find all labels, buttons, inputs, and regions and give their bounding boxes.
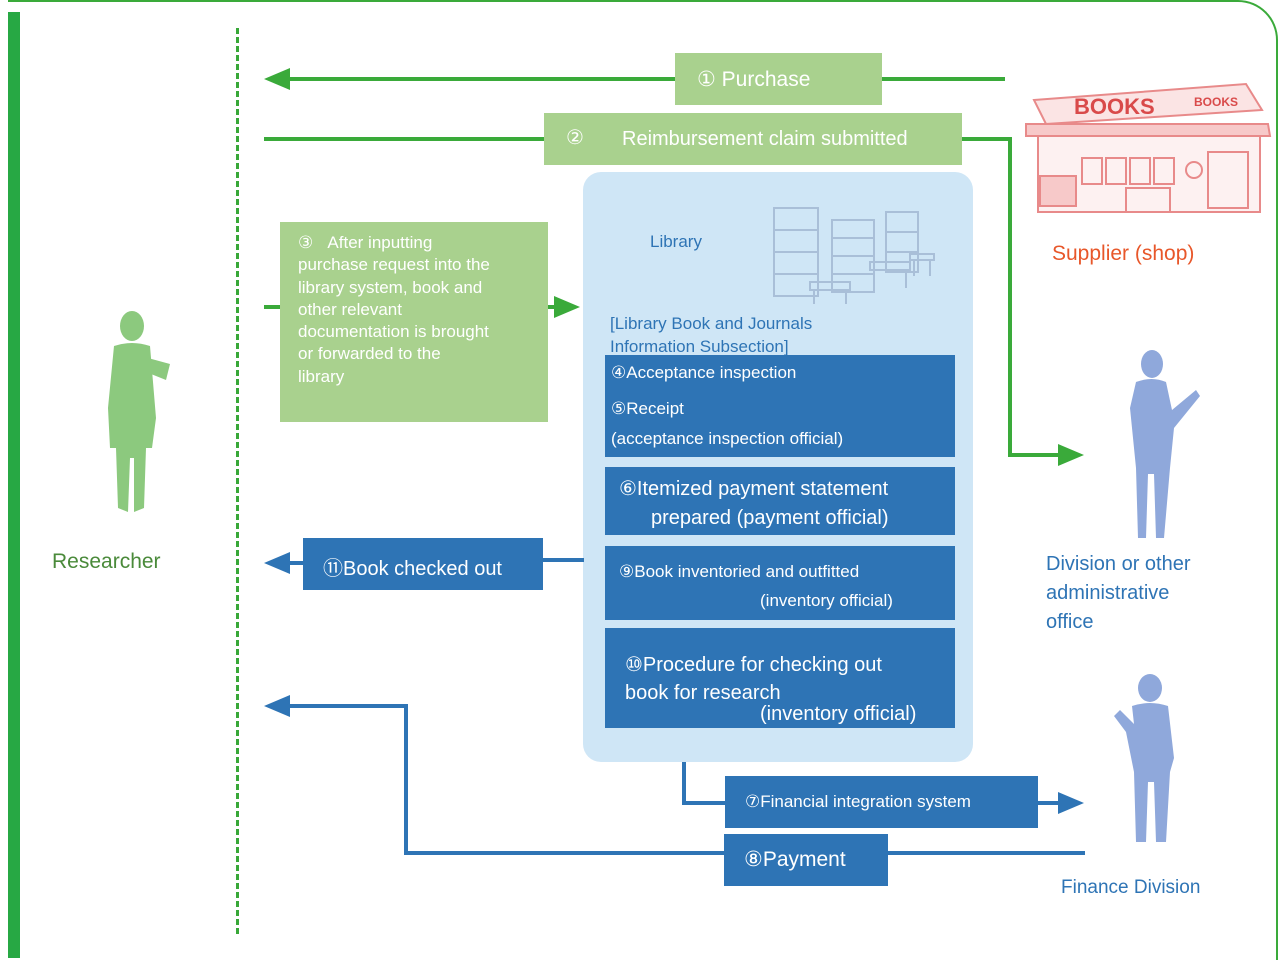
supplier-label: Supplier (shop) [1052,242,1195,265]
step-7-financial-system: ⑦Financial integration system [725,776,1038,828]
library-label: Library [650,232,702,251]
svg-text:BOOKS: BOOKS [1194,95,1238,109]
payment-arrowhead [264,695,290,717]
step-9-inventory: ⑨Book inventoried and outfitted (invento… [605,546,955,620]
finance-label: Finance Division [1061,877,1201,898]
bookstore-icon: BOOKS BOOKS [1025,82,1272,213]
step-8-payment: ⑧Payment [724,834,888,886]
finance-figure-icon [1114,674,1174,842]
step-3-text: ③ After inputting purchase request into … [298,233,490,386]
purchase-arrowhead [264,68,290,90]
to-library-arrowhead [554,296,580,318]
step-10-checkout-procedure: ⑩Procedure for checking out book for res… [605,628,955,728]
library-section-label: [Library Book and Journals Information S… [610,314,813,356]
diagram-frame [8,0,1278,960]
financial-arrowhead [1058,792,1084,814]
checkout-arrowhead [264,552,290,574]
step-1-purchase: ① Purchase [675,53,882,105]
step-4-5-inspection: ④Acceptance inspection ⑤Receipt (accepta… [605,355,955,457]
step-11-book-checked-out: ⑪Book checked out [303,538,543,590]
division-label: Division or other administrative office [1046,553,1191,633]
step-2-reimbursement: ② Reimbursement claim submitted [544,113,962,165]
division-figure-icon [1130,350,1200,538]
svg-text:BOOKS: BOOKS [1074,94,1155,119]
reimbursement-arrowhead [1058,444,1084,466]
left-accent-bar [8,12,20,958]
library-shelves-icon [773,207,935,304]
step-6-payment-statement: ⑥Itemized payment statement prepared (pa… [605,467,955,535]
step-3-request: ③ After inputting purchase request into … [280,222,548,422]
researcher-figure-icon [108,311,170,512]
researcher-label: Researcher [52,550,161,573]
researcher-boundary-line [236,28,239,934]
